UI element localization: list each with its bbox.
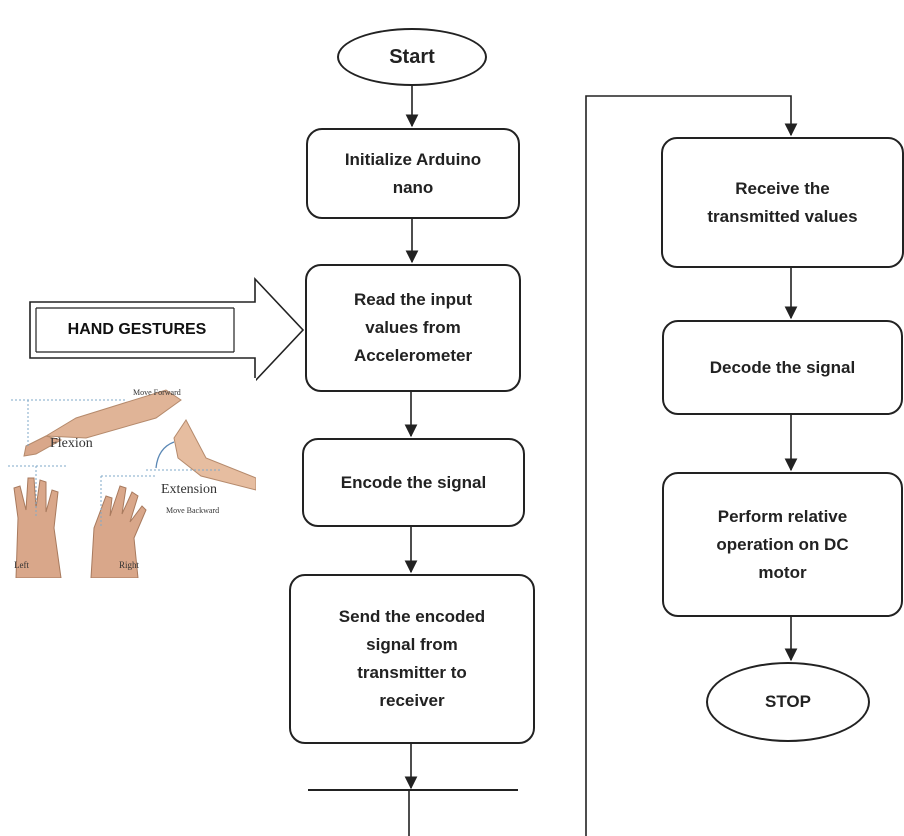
receive-values-label: Receive the transmitted values	[707, 178, 858, 226]
encode-signal-box: Encode the signal	[302, 438, 525, 527]
right-text: Right	[119, 560, 140, 570]
move-backward-text: Move Backward	[166, 506, 220, 515]
initialize-arduino-box: Initialize Arduino nano	[306, 128, 520, 219]
decode-signal-label: Decode the signal	[709, 357, 856, 377]
extension-text: Extension	[161, 482, 217, 497]
stop-terminal: STOP	[706, 662, 870, 742]
start-label: Start	[389, 46, 435, 68]
hand-gestures-label: HAND GESTURES	[67, 321, 207, 338]
decode-signal-box: Decode the signal	[662, 320, 903, 415]
left-text: Left	[14, 560, 29, 570]
left-hand-illustration	[8, 465, 66, 579]
read-input-label: Read the input values from Accelerometer	[353, 290, 473, 365]
hand-gestures-photo: Move Forward Flexion Extension Move Back…	[6, 378, 257, 579]
hand-gestures-block-arrow	[29, 276, 305, 384]
send-encoded-box: Send the encoded signal from transmitter…	[289, 574, 535, 744]
encode-signal-label: Encode the signal	[340, 472, 487, 492]
initialize-arduino-label: Initialize Arduino nano	[344, 149, 482, 197]
flexion-text: Flexion	[50, 436, 93, 451]
receive-values-box: Receive the transmitted values	[661, 137, 904, 268]
start-terminal: Start	[337, 28, 487, 86]
flexion-hand-illustration	[11, 389, 182, 457]
right-hand-illustration	[90, 475, 156, 579]
stop-label: STOP	[765, 692, 811, 711]
read-input-box: Read the input values from Accelerometer	[305, 264, 521, 392]
perform-operation-box: Perform relative operation on DC motor	[662, 472, 903, 617]
send-encoded-label: Send the encoded signal from transmitter…	[338, 607, 486, 710]
connector-column-link	[585, 95, 798, 836]
move-forward-text: Move Forward	[133, 388, 181, 397]
perform-operation-label: Perform relative operation on DC motor	[716, 506, 849, 582]
extension-hand-illustration	[146, 419, 257, 491]
hand-gestures-illustration	[8, 389, 257, 579]
